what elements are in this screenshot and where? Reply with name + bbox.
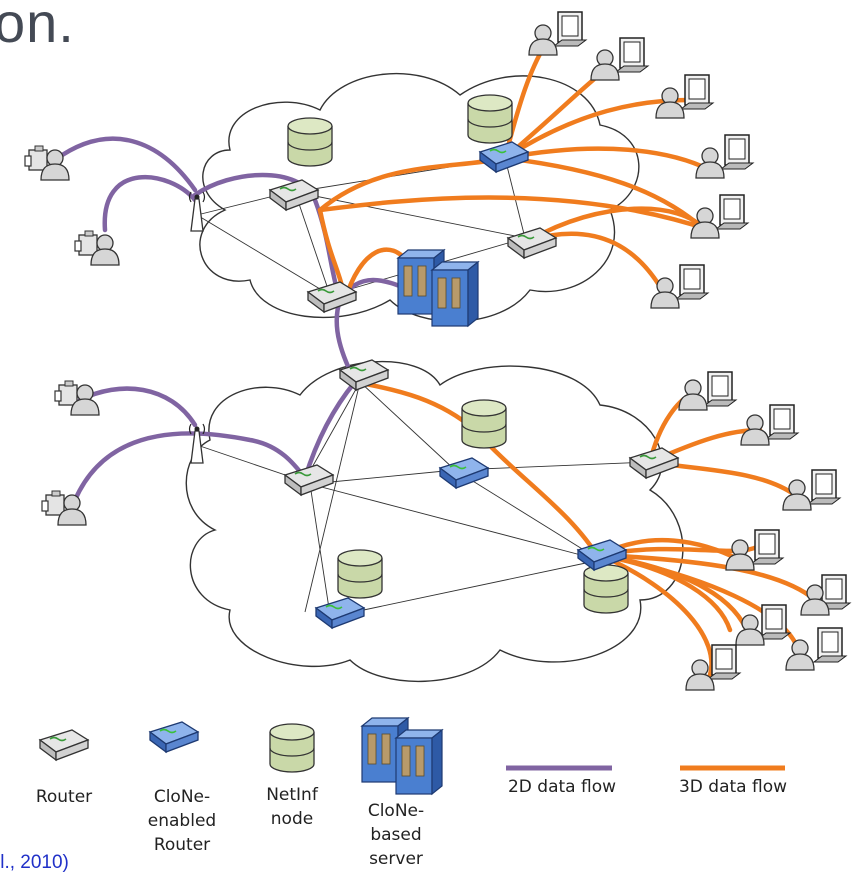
viewer-monitor [785,627,847,671]
legend-router-icon [39,729,89,761]
viewer-monitor [725,529,784,571]
legend-2d-label: 2D data flow [508,777,616,797]
svg-text:CloNe-: CloNe- [154,787,210,807]
svg-text:server: server [369,849,423,869]
legend-3d-label: 3D data flow [679,777,787,797]
camera-user-3 [54,380,100,416]
svg-text:Router: Router [154,835,210,855]
viewer-monitor [678,371,737,411]
wireless-tower-lower [188,423,206,464]
flow-2d-paths [52,136,413,503]
netinf-node [461,399,507,449]
legend-clone-router-icon [149,721,199,753]
viewer-monitor [685,644,741,691]
svg-text:based: based [370,825,421,845]
viewer-monitor [650,264,709,309]
clone-server [431,261,479,327]
svg-text:node: node [271,809,313,829]
netinf-node [337,549,383,599]
citation-fragment: ll., 2010) [0,852,69,873]
legend-router-label: Router [36,787,92,807]
viewer-monitor [800,574,851,616]
camera-user-2 [74,230,120,266]
lower-cloud [185,360,684,682]
netinf-node [583,564,629,614]
camera-user-1 [24,145,70,181]
camera-user-4 [41,490,87,526]
svg-text:NetInf: NetInf [266,785,319,805]
svg-text:enabled: enabled [148,811,216,831]
svg-text:CloNe-: CloNe- [368,801,424,821]
legend: Router CloNe- enabled Router NetInf node… [36,717,787,869]
legend-netinf-icon [269,723,315,773]
viewer-monitor [735,604,791,646]
viewer-monitor [695,134,754,179]
viewer-monitor [528,11,587,56]
netinf-node [287,117,333,167]
slide-title-fragment: on. [0,0,75,54]
viewer-monitor [782,469,841,511]
viewer-monitor [690,194,749,239]
viewer-monitor [590,37,649,81]
netinf-node [467,94,513,144]
viewer-monitor [740,404,799,446]
viewer-monitor [655,74,714,119]
